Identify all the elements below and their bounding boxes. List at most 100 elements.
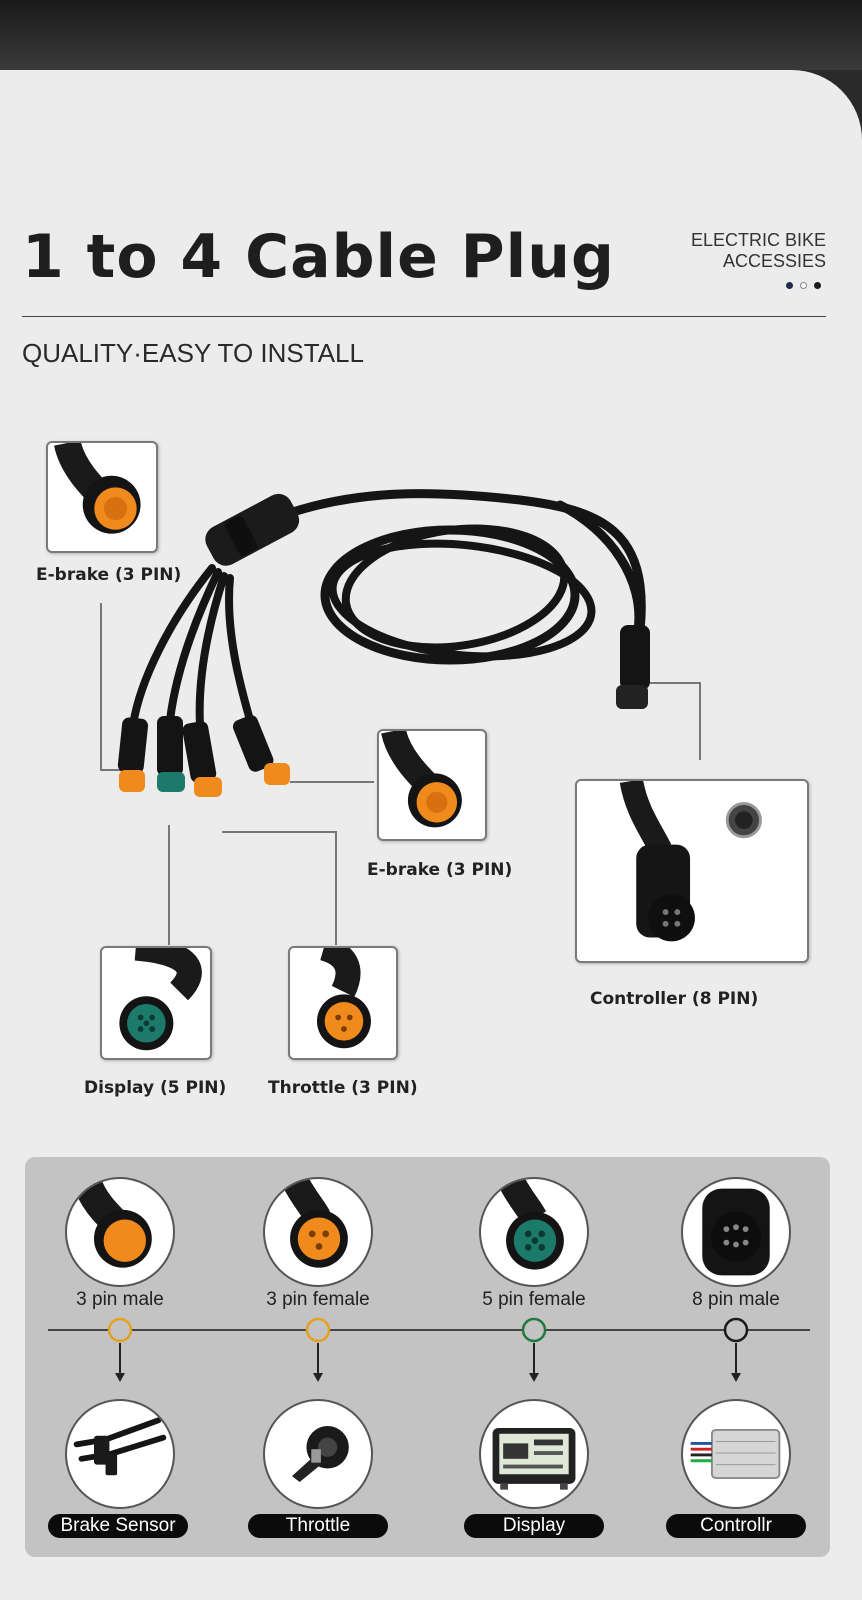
main-cable [285, 489, 646, 635]
device-pill-controller: Controllr [666, 1514, 806, 1538]
pin5-pin-2 [538, 1230, 546, 1238]
connector-tip-1 [119, 770, 145, 792]
category-tag-line-1: ELECTRIC BIKE [690, 230, 826, 250]
3-pin-male-icon [72, 1179, 152, 1268]
pin-photo-face [710, 1211, 762, 1262]
pin5-pin-1 [524, 1230, 532, 1238]
controller-photo [575, 779, 809, 963]
photo-cable [319, 948, 361, 998]
carousel-dots [786, 281, 826, 291]
connector-body-2 [157, 716, 183, 776]
throttle-switch [311, 1449, 321, 1463]
pin-label-8-male: 8 pin male [692, 1289, 780, 1310]
controller-pin-4 [674, 920, 681, 927]
pin-photo-face [103, 1219, 147, 1262]
connector-body-3 [182, 721, 217, 783]
connector-label-ebrake-left: E-brake (3 PIN) [36, 565, 182, 585]
throttle-photo [288, 946, 398, 1060]
controller-pin-face-center [735, 811, 753, 829]
display-pin-1 [137, 1014, 144, 1021]
female-pin-2 [322, 1230, 330, 1238]
pin-photo-cable [497, 1179, 547, 1225]
leader-line-controller [650, 682, 701, 760]
marker-throttle [305, 1317, 331, 1343]
cable-coil-1 [320, 525, 580, 665]
connector-label-display: Display (5 PIN) [84, 1078, 227, 1098]
coiled-cable [285, 489, 646, 665]
controller-connector-icon [619, 781, 762, 942]
subtitle: QUALITY·EASY TO INSTALL [22, 338, 364, 368]
coil-exit-cable [555, 500, 644, 635]
category-tag-line-2: ACCESSIES [722, 251, 826, 271]
cable-illustration [100, 489, 701, 945]
ebrake-connector-icon [381, 731, 462, 828]
carousel-dot-1 [786, 282, 793, 289]
leader-lines [100, 603, 701, 945]
connector-label-controller: Controller (8 PIN) [590, 989, 759, 1009]
lcd-display-icon [492, 1427, 576, 1490]
display-mount-right [560, 1483, 568, 1490]
connector-body-4 [232, 715, 274, 772]
pin8-pin-1 [723, 1226, 730, 1232]
cable-coil-3 [328, 539, 596, 661]
throttle-pin-1 [335, 1014, 342, 1021]
controller-pin-3 [662, 920, 669, 927]
device-circle-throttle [263, 1399, 373, 1509]
marker-brake [107, 1317, 133, 1343]
arrowhead-3 [529, 1373, 539, 1382]
throttle-pin-2 [346, 1014, 353, 1021]
pin-circle-3-female [263, 1177, 373, 1287]
branch-cable-4 [225, 574, 254, 724]
throttle-connector-icon [316, 948, 371, 1049]
device-circle-controller [681, 1399, 791, 1509]
controller-pin-1 [662, 909, 669, 916]
device-circle-brake [65, 1399, 175, 1509]
controller-pin-2 [674, 909, 681, 916]
photo-plug-face [647, 894, 695, 942]
device-pill-throttle: Throttle [248, 1514, 388, 1538]
leader-line-ebrake-left [100, 603, 122, 771]
pin-circle-3-male [65, 1177, 175, 1287]
cable-splitter [205, 493, 300, 566]
display-pin-5 [143, 1020, 150, 1027]
controller-housing [710, 1428, 781, 1480]
8-pin-male-icon [702, 1188, 770, 1276]
controller-plug-body [620, 625, 650, 690]
pin8-pin-4 [723, 1239, 730, 1246]
pin-label-3-female: 3 pin female [266, 1289, 370, 1310]
leader-line-throttle [222, 831, 337, 945]
throttle-thumb-paddle [291, 1456, 321, 1482]
timeline-arrowheads [115, 1373, 741, 1382]
branch-cable-1 [129, 564, 216, 729]
timeline-markers [107, 1317, 749, 1343]
throttle-pin-3 [341, 1026, 347, 1032]
connector-tip-3 [194, 777, 222, 797]
brake-lever-icon [73, 1417, 167, 1476]
pin8-pin-6 [742, 1239, 749, 1246]
arrowhead-2 [313, 1373, 323, 1382]
display-readout-3 [534, 1451, 563, 1455]
connector-tip-4 [264, 763, 290, 785]
pin-circle-8-male [681, 1177, 791, 1287]
female-pin-3 [315, 1243, 323, 1250]
connector-body-1 [117, 717, 149, 774]
device-pill-brake: Brake Sensor [48, 1514, 188, 1538]
marker-controller [723, 1317, 749, 1343]
photo-cable [134, 948, 202, 1001]
display-pin-4 [149, 1026, 156, 1032]
controller-plug-tip [616, 685, 648, 709]
controller-box-icon [690, 1428, 781, 1480]
branch-cable-3 [195, 572, 228, 729]
ebrake-photo-right [377, 729, 487, 841]
carousel-dot-2 [800, 282, 807, 289]
pin5-pin-3 [524, 1244, 532, 1251]
display-photo [100, 946, 212, 1060]
top-band [0, 0, 862, 70]
device-pill-display: Display [464, 1514, 604, 1538]
pin8-pin-5 [733, 1241, 739, 1248]
display-pin-3 [137, 1026, 144, 1032]
brake-clamp-2 [105, 1454, 118, 1476]
arrowhead-4 [731, 1373, 741, 1382]
connector-tip-2 [157, 772, 185, 792]
splitter-band [224, 515, 258, 556]
